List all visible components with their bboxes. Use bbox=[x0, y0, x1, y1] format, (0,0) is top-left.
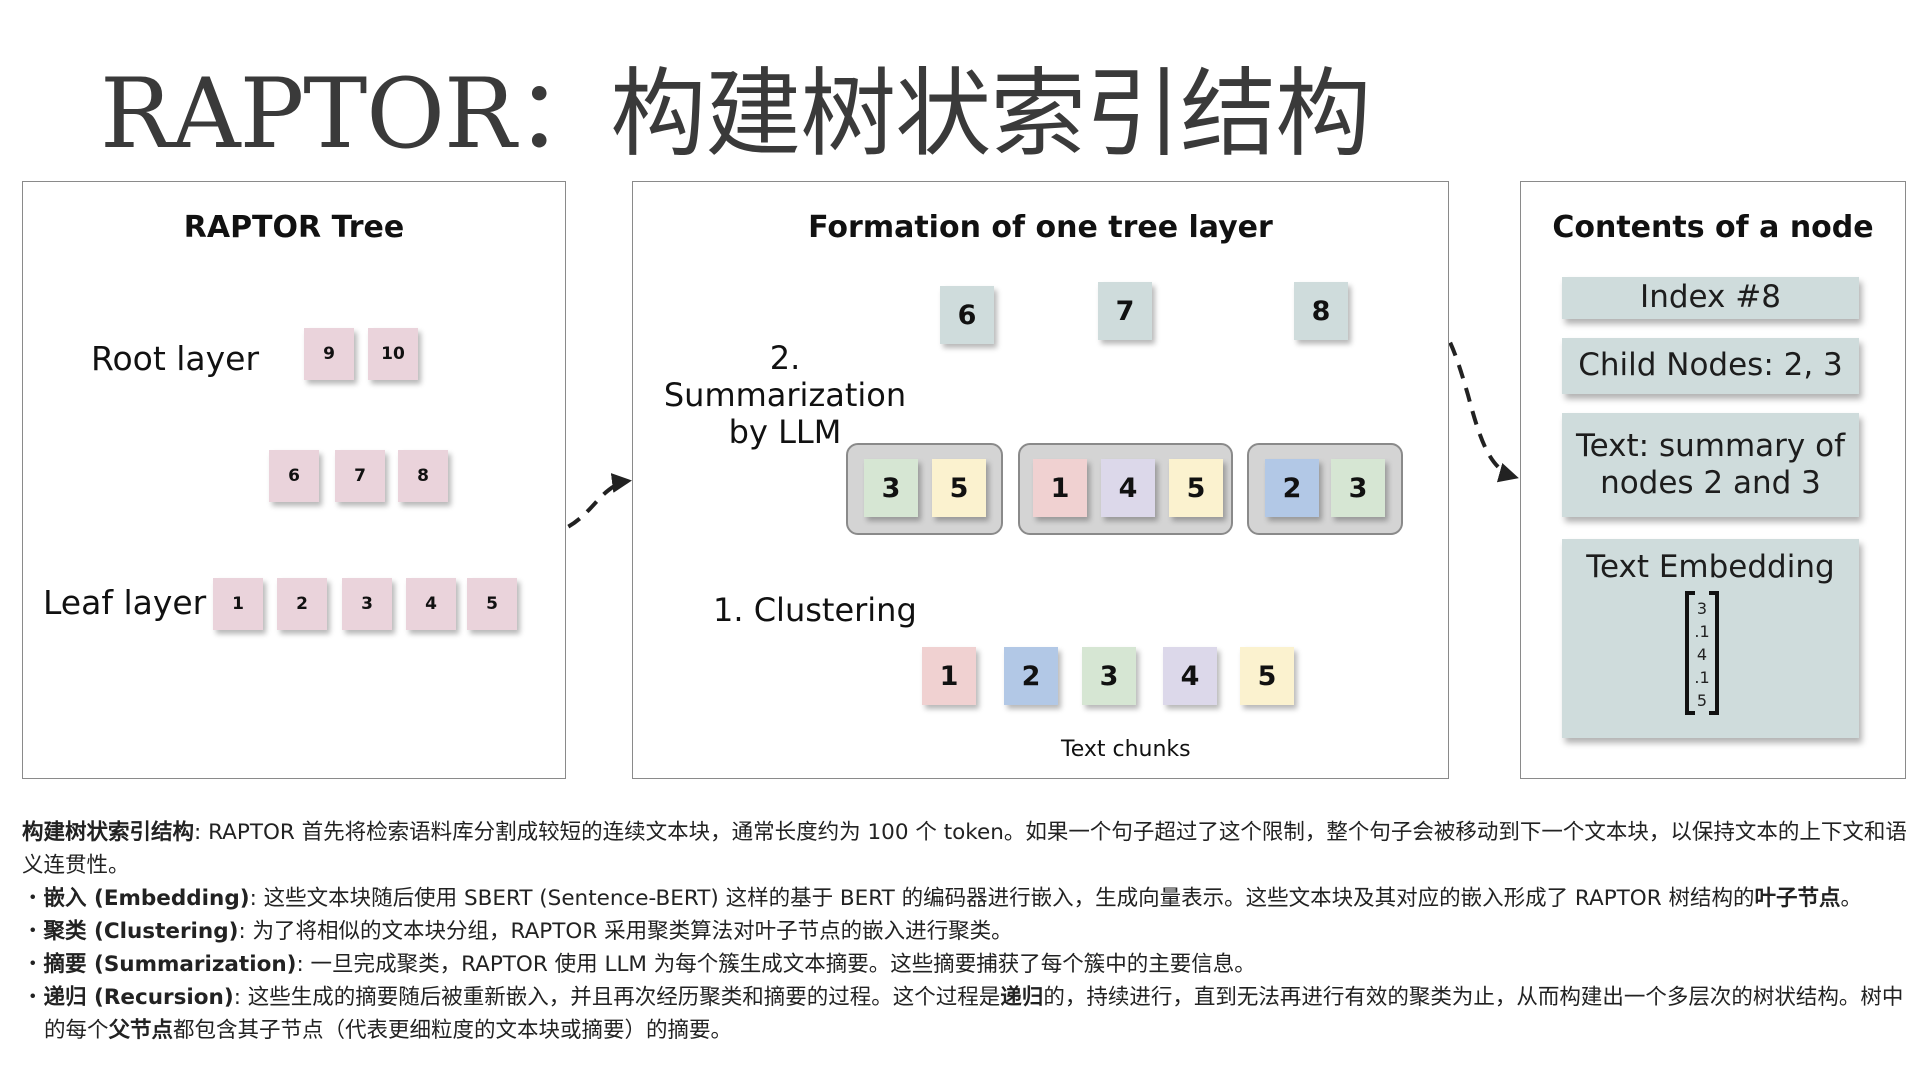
bullet-summarization: ・摘要 (Summarization): 一旦完成聚类，RAPTOR 使用 LL… bbox=[22, 952, 1256, 977]
bullet-text: : 为了将相似的文本块分组，RAPTOR 采用聚类算法对叶子节点的嵌入进行聚类。 bbox=[238, 919, 1013, 944]
text-chunks-label: Text chunks bbox=[1061, 737, 1191, 762]
bullet-bold: 父节点 bbox=[108, 1018, 174, 1043]
bullet-bold: 摘要 (Summarization) bbox=[43, 952, 297, 977]
leaf-node: 5 bbox=[467, 578, 517, 630]
cluster-group: 3 5 bbox=[846, 443, 1003, 535]
bullet-bold: 递归 (Recursion) bbox=[43, 985, 234, 1010]
bullet-bold: 嵌入 (Embedding) bbox=[43, 886, 250, 911]
bullet-bold: 聚类 (Clustering) bbox=[43, 919, 239, 944]
description: 构建树状索引结构: RAPTOR 首先将检索语料库分割成较短的连续文本块，通常长… bbox=[22, 816, 1912, 1047]
text-chunk: 2 bbox=[1004, 647, 1058, 705]
intro-paragraph: 构建树状索引结构: RAPTOR 首先将检索语料库分割成较短的连续文本块，通常长… bbox=[22, 816, 1912, 882]
root-node: 9 bbox=[304, 328, 354, 380]
leaf-node: 1 bbox=[213, 578, 263, 630]
node-children: Child Nodes: 2, 3 bbox=[1562, 338, 1859, 394]
panel-raptor-tree: RAPTOR Tree Root layer Leaf layer 9 10 6… bbox=[22, 181, 566, 779]
bullet-text: : 这些生成的摘要随后被重新嵌入，并且再次经历聚类和摘要的过程。这个过程是 bbox=[233, 985, 1001, 1010]
mid-node: 6 bbox=[269, 450, 319, 502]
text-chunk: 5 bbox=[1240, 647, 1294, 705]
bullet-text: 都包含其子节点（代表更细粒度的文本块或摘要）的摘要。 bbox=[173, 1018, 733, 1043]
embedding-vector: 3 .1 4 .1 5 bbox=[1685, 591, 1719, 715]
panel-node-contents: Contents of a node Index #8 Child Nodes:… bbox=[1520, 181, 1906, 779]
panel-tree-layer-formation: Formation of one tree layer 2. Summariza… bbox=[632, 181, 1449, 779]
bullet-text: : 这些文本块随后使用 SBERT (Sentence-BERT) 这样的基于 … bbox=[249, 886, 1755, 911]
embedding-value: 3 bbox=[1696, 599, 1708, 618]
intro-bold: 构建树状索引结构 bbox=[22, 820, 195, 845]
embedding-value: .1 bbox=[1694, 622, 1710, 641]
bullet-recursion: ・递归 (Recursion): 这些生成的摘要随后被重新嵌入，并且再次经历聚类… bbox=[22, 985, 1904, 1043]
summary-node: 7 bbox=[1098, 282, 1152, 340]
bullet-text: 的，持续进行，直到无法再进行有效的聚类为止，从而构建出一个多层次的树状结构。树中… bbox=[44, 985, 1904, 1043]
cluster-group: 2 3 bbox=[1247, 443, 1403, 535]
bullet-text: 。 bbox=[1840, 886, 1863, 911]
cluster-node: 2 bbox=[1265, 459, 1319, 517]
node-text: Text: summary of nodes 2 and 3 bbox=[1562, 413, 1859, 517]
bullet-embedding: ・嵌入 (Embedding): 这些文本块随后使用 SBERT (Senten… bbox=[22, 886, 1863, 911]
embedding-value: 4 bbox=[1696, 645, 1708, 664]
text-chunk: 4 bbox=[1163, 647, 1217, 705]
leaf-node: 2 bbox=[277, 578, 327, 630]
text-chunk: 1 bbox=[922, 647, 976, 705]
node-embedding: Text Embedding 3 .1 4 .1 5 bbox=[1562, 539, 1859, 738]
cluster-group: 1 4 5 bbox=[1018, 443, 1233, 535]
cluster-node: 5 bbox=[1169, 459, 1223, 517]
summary-node: 8 bbox=[1294, 282, 1348, 340]
bullet-text: : 一旦完成聚类，RAPTOR 使用 LLM 为每个簇生成文本摘要。这些摘要捕获… bbox=[296, 952, 1256, 977]
panel-title: Contents of a node bbox=[1552, 210, 1874, 245]
panel-title: Formation of one tree layer bbox=[808, 210, 1273, 245]
bullet-bold: 叶子节点 bbox=[1754, 886, 1841, 911]
embedding-value: .1 bbox=[1694, 668, 1710, 687]
bullet-bold: 递归 bbox=[1000, 985, 1044, 1010]
leaf-layer-label: Leaf layer bbox=[43, 583, 207, 622]
cluster-node: 1 bbox=[1033, 459, 1087, 517]
summary-node: 6 bbox=[940, 286, 994, 344]
bullet-clustering: ・聚类 (Clustering): 为了将相似的文本块分组，RAPTOR 采用聚… bbox=[22, 919, 1013, 944]
node-index: Index #8 bbox=[1562, 277, 1859, 319]
embedding-label: Text Embedding bbox=[1586, 549, 1835, 585]
leaf-node: 3 bbox=[342, 578, 392, 630]
cluster-node: 4 bbox=[1101, 459, 1155, 517]
leaf-node: 4 bbox=[406, 578, 456, 630]
embedding-value: 5 bbox=[1696, 691, 1708, 710]
intro-text: : RAPTOR 首先将检索语料库分割成较短的连续文本块，通常长度约为 100 … bbox=[22, 820, 1907, 878]
mid-node: 7 bbox=[335, 450, 385, 502]
cluster-node: 3 bbox=[1331, 459, 1385, 517]
mid-node: 8 bbox=[398, 450, 448, 502]
text-chunk: 3 bbox=[1082, 647, 1136, 705]
clustering-label: 1. Clustering bbox=[713, 591, 917, 629]
cluster-node: 5 bbox=[932, 459, 986, 517]
root-layer-label: Root layer bbox=[91, 339, 260, 378]
root-node: 10 bbox=[368, 328, 418, 380]
page-title: RAPTOR：构建树状索引结构 bbox=[100, 58, 1371, 170]
cluster-node: 3 bbox=[864, 459, 918, 517]
panel-title: RAPTOR Tree bbox=[183, 210, 405, 245]
summarization-label: 2. Summarization by LLM bbox=[663, 339, 907, 451]
